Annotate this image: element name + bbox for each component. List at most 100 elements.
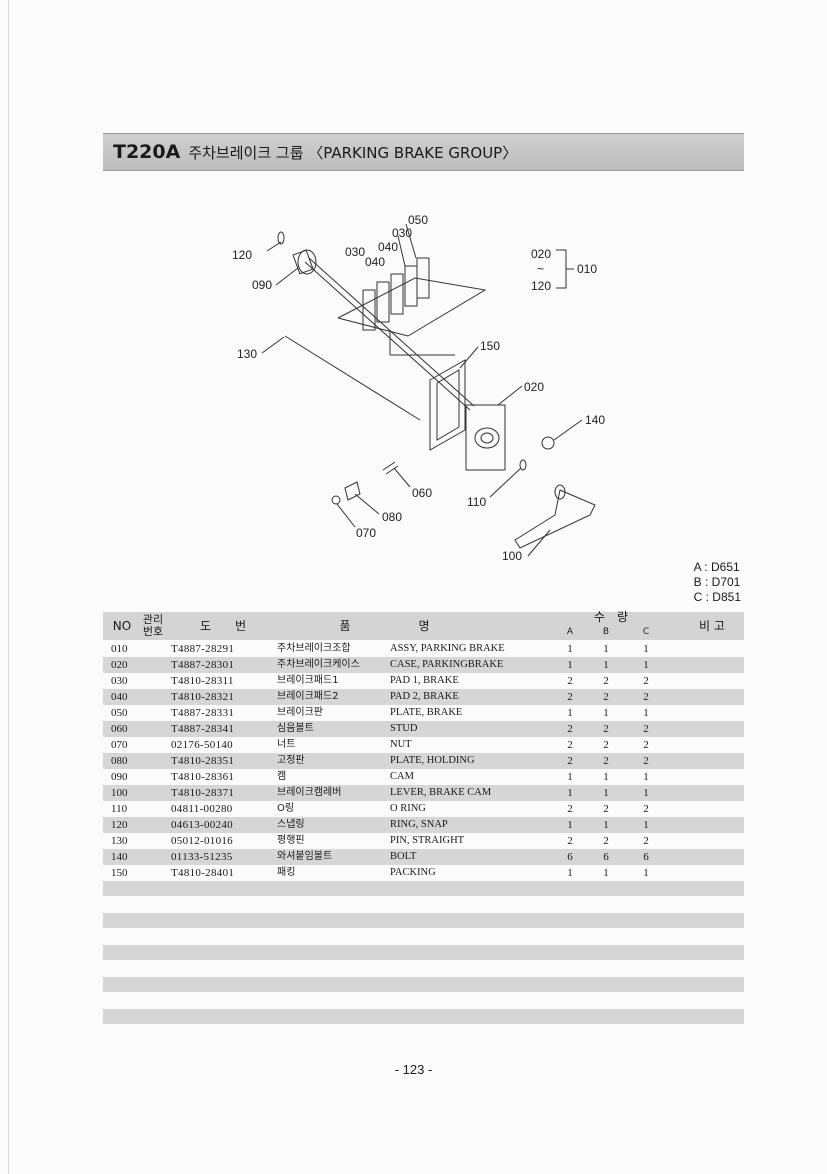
callout-100: 100: [502, 549, 522, 563]
row-name-korean: 패킹: [277, 867, 296, 878]
callout-030-a: 030: [392, 226, 412, 240]
callout-040-a: 040: [378, 240, 398, 254]
row-qty-b: 1: [603, 707, 609, 719]
row-no: 150: [111, 867, 128, 879]
row-name-english: CAM: [390, 771, 414, 782]
header-remarks: 비 고: [699, 619, 725, 633]
row-qty-a: 1: [567, 707, 573, 719]
row-qty-a: 2: [567, 835, 573, 847]
row-qty-c: 2: [643, 755, 649, 767]
row-part-number: T4810-28371: [171, 787, 235, 799]
row-no: 130: [111, 835, 128, 847]
row-qty-b: 1: [603, 819, 609, 831]
row-part-number: T4810-28351: [171, 755, 235, 767]
blank-table-row: [103, 913, 744, 928]
row-no: 020: [111, 659, 128, 671]
row-qty-a: 1: [567, 643, 573, 655]
row-no: 070: [111, 739, 128, 751]
row-no: 080: [111, 755, 128, 767]
row-part-number: 02176-50140: [171, 739, 233, 751]
row-qty-c: 1: [643, 643, 649, 655]
exploded-parts-diagram: 050 030 040 030 040 120 090 130 150 020 …: [232, 213, 605, 563]
table-row: 150 T4810-28401 패킹 PACKING 1 1 1: [103, 865, 744, 881]
row-qty-c: 1: [643, 787, 649, 799]
callout-140: 140: [585, 413, 605, 427]
row-no: 120: [111, 819, 128, 831]
model-b: B : D701: [693, 575, 741, 589]
row-qty-b: 2: [603, 691, 609, 703]
row-name-korean: 심음볼트: [277, 723, 314, 734]
model-a: A : D651: [693, 560, 740, 574]
row-qty-b: 1: [603, 867, 609, 879]
table-row: 110 04811-00280 O링 O RING 2 2 2: [103, 801, 744, 817]
callout-range-tilde: ~: [537, 262, 544, 276]
row-qty-c: 2: [643, 739, 649, 751]
table-row: 090 T4810-28361 캠 CAM 1 1 1: [103, 769, 744, 785]
table-row: 070 02176-50140 너트 NUT 2 2 2: [103, 737, 744, 753]
row-qty-b: 2: [603, 739, 609, 751]
header-drawing-no: 도 번: [199, 619, 247, 633]
row-qty-c: 2: [643, 723, 649, 735]
row-qty-a: 6: [567, 851, 573, 863]
table-header-band: [103, 612, 744, 640]
row-name-english: PLATE, HOLDING: [390, 755, 475, 766]
header-name-2: 명: [418, 619, 430, 633]
header-qty-a: A: [566, 627, 574, 637]
callout-130: 130: [237, 347, 257, 361]
row-qty-c: 2: [643, 803, 649, 815]
row-name-korean: 스냅링: [277, 819, 305, 830]
row-name-korean: 주차브레이크조합: [277, 643, 351, 654]
row-qty-b: 2: [603, 835, 609, 847]
row-name-english: O RING: [390, 803, 426, 814]
table-row: 010 T4887-28291 주차브레이크조합 ASSY, PARKING B…: [103, 641, 744, 657]
callout-range-end: 120: [531, 279, 551, 293]
row-no: 110: [111, 803, 128, 815]
row-qty-a: 1: [567, 771, 573, 783]
row-name-korean: 브레이크패드1: [277, 675, 339, 686]
callout-120: 120: [232, 248, 252, 262]
row-name-english: PACKING: [390, 867, 436, 878]
row-name-korean: 와셔붙임볼트: [277, 851, 333, 862]
model-c: C : D851: [693, 590, 741, 604]
callout-range-start: 020: [531, 247, 551, 261]
row-qty-a: 2: [567, 723, 573, 735]
callout-110: 110: [467, 495, 486, 509]
row-part-number: T4887-28301: [171, 659, 235, 671]
row-qty-b: 6: [603, 851, 609, 863]
callout-060: 060: [412, 486, 432, 500]
row-no: 100: [111, 787, 128, 799]
row-name-english: BOLT: [390, 851, 417, 862]
row-part-number: T4810-28311: [171, 675, 234, 687]
row-name-korean: 너트: [277, 739, 296, 750]
row-part-number: T4887-28291: [171, 643, 235, 655]
row-qty-a: 2: [567, 755, 573, 767]
row-qty-b: 2: [603, 675, 609, 687]
row-part-number: T4887-28341: [171, 723, 235, 735]
row-name-english: STUD: [390, 723, 418, 734]
row-qty-c: 2: [643, 675, 649, 687]
group-title: 주차브레이크 그룹 〈PARKING BRAKE GROUP〉: [188, 143, 518, 162]
header-no: NO: [112, 619, 132, 633]
row-name-english: PAD 1, BRAKE: [390, 675, 459, 686]
callout-150: 150: [480, 339, 500, 353]
table-row: 030 T4810-28311 브레이크패드1 PAD 1, BRAKE 2 2…: [103, 673, 744, 689]
row-qty-a: 2: [567, 675, 573, 687]
row-name-english: CASE, PARKINGBRAKE: [390, 659, 504, 670]
table-row: 060 T4887-28341 심음볼트 STUD 2 2 2: [103, 721, 744, 737]
callout-080: 080: [382, 510, 402, 524]
row-name-korean: 캠: [277, 771, 287, 782]
row-qty-b: 2: [603, 723, 609, 735]
blank-table-row: [103, 977, 744, 992]
header-quantity: 수 량: [593, 610, 629, 624]
callout-030-b: 030: [345, 245, 365, 259]
table-row: 080 T4810-28351 고정판 PLATE, HOLDING 2 2 2: [103, 753, 744, 769]
row-name-korean: 브레이크캠레버: [277, 787, 342, 798]
row-no: 060: [111, 723, 128, 735]
row-name-english: PLATE, BRAKE: [390, 707, 463, 718]
row-no: 140: [111, 851, 128, 863]
blank-table-row: [103, 1009, 744, 1024]
row-qty-a: 2: [567, 739, 573, 751]
row-qty-c: 1: [643, 867, 649, 879]
table-row: 050 T4887-28331 브레이크판 PLATE, BRAKE 1 1 1: [103, 705, 744, 721]
table-row: 100 T4810-28371 브레이크캠레버 LEVER, BRAKE CAM…: [103, 785, 744, 801]
